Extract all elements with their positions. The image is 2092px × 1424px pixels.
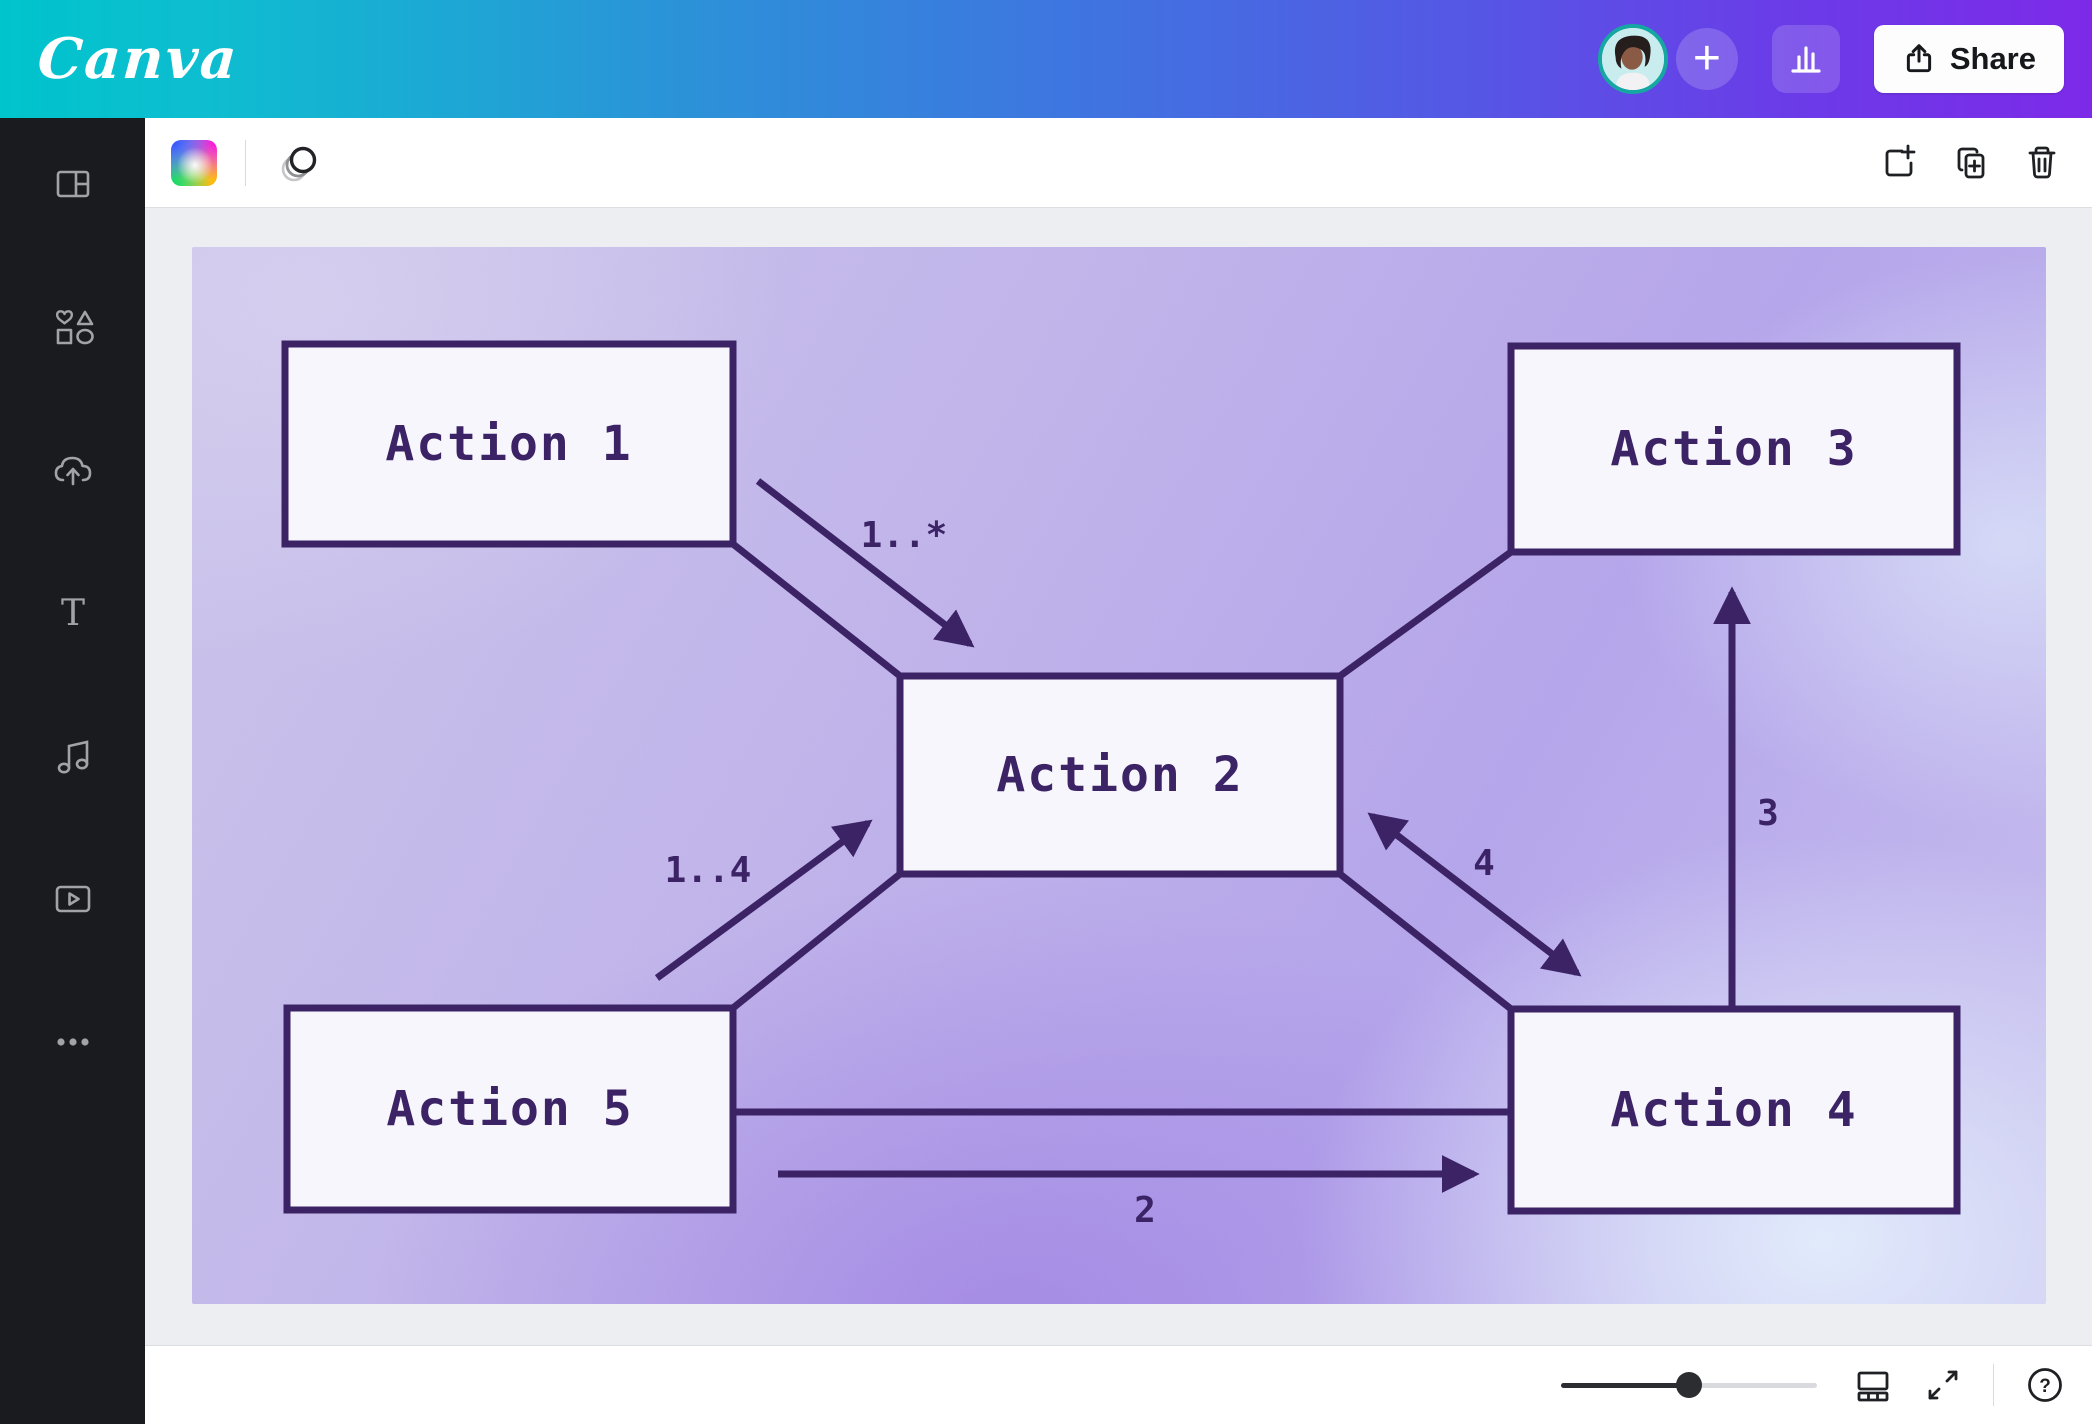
text-icon: T (60, 593, 84, 634)
cloud-upload-icon (54, 456, 91, 486)
share-label: Share (1949, 41, 2036, 76)
toolbar-divider (245, 139, 246, 186)
node-label: Action 5 (386, 1081, 633, 1137)
node-action-4[interactable]: Action 4 (1507, 1005, 1961, 1215)
sidebar-item-videos[interactable] (49, 875, 97, 923)
svg-text:T: T (60, 593, 84, 634)
more-dots-icon (56, 1038, 89, 1046)
sidebar-item-audio[interactable] (49, 732, 97, 780)
background-color-picker[interactable] (171, 139, 217, 186)
avatar[interactable] (1597, 24, 1668, 94)
app-header: Canva + (0, 0, 2092, 118)
zoom-slider-knob[interactable] (1676, 1372, 1702, 1398)
edge-label[interactable]: 3 (1757, 793, 1779, 834)
node-action-5[interactable]: Action 5 (283, 1004, 737, 1214)
audio-icon (57, 740, 88, 774)
zoom-slider[interactable] (1561, 1372, 1817, 1398)
elements-icon (55, 310, 94, 345)
node-label: Action 4 (1610, 1082, 1857, 1138)
footer-bar: ? (145, 1345, 2092, 1424)
sidebar-item-uploads[interactable] (49, 446, 97, 494)
connector-action1-action2[interactable] (730, 541, 903, 679)
edge-label[interactable]: 2 (1134, 1190, 1156, 1231)
arrow-action1-action2[interactable] (755, 478, 975, 648)
editor-workspace: 1..* 1..4 4 3 2 Action 1 Action 3 (145, 208, 2092, 1345)
sidebar-item-more[interactable] (49, 1018, 97, 1066)
help-icon: ? (2028, 1368, 2062, 1402)
edge-label[interactable]: 1..4 (665, 850, 752, 891)
add-member-button[interactable]: + (1675, 28, 1738, 90)
fullscreen-icon (1928, 1370, 1958, 1400)
add-page-icon (1885, 144, 1916, 176)
video-icon (55, 885, 90, 913)
edge-label[interactable]: 4 (1473, 843, 1495, 884)
arrow-action2-action4-double[interactable] (1367, 812, 1582, 977)
svg-text:?: ? (2039, 1376, 2051, 1397)
layout-icon (56, 170, 89, 198)
fullscreen-button[interactable] (1923, 1365, 1963, 1405)
plus-icon: + (1692, 32, 1721, 85)
footer-divider (1993, 1364, 1994, 1406)
connector-action5-action2[interactable] (730, 871, 903, 1011)
sidebar-item-elements[interactable] (49, 303, 97, 351)
delete-page-button[interactable] (2022, 142, 2062, 184)
node-label: Action 3 (1610, 421, 1857, 477)
design-page[interactable]: 1..* 1..4 4 3 2 Action 1 Action 3 (192, 247, 2046, 1304)
canva-logo[interactable]: Canva (35, 26, 241, 92)
arrows (654, 478, 1751, 1193)
sidebar-item-design[interactable] (49, 160, 97, 208)
duplicate-page-icon (1957, 147, 1985, 178)
diagram: 1..* 1..4 4 3 2 Action 1 Action 3 (192, 247, 2046, 1304)
node-action-1[interactable]: Action 1 (281, 340, 737, 548)
export-icon (1906, 44, 1931, 73)
animate-icon (281, 146, 317, 181)
duplicate-page-button[interactable] (1950, 142, 1992, 184)
animate-button[interactable] (274, 139, 326, 187)
node-label: Action 1 (385, 416, 632, 472)
arrow-action5-action2[interactable] (654, 819, 873, 981)
pages-view-icon (1857, 1371, 1889, 1402)
add-page-button[interactable] (1878, 142, 1920, 184)
share-button[interactable]: Share (1873, 25, 2064, 93)
bar-chart-icon (1791, 46, 1821, 73)
trash-icon (2028, 146, 2056, 178)
help-button[interactable]: ? (2024, 1364, 2066, 1406)
insights-button[interactable] (1771, 25, 1840, 93)
sidebar-item-text[interactable]: T (49, 589, 97, 637)
avatar-image (1601, 28, 1664, 90)
context-toolbar (145, 118, 2092, 208)
node-action-3[interactable]: Action 3 (1507, 342, 1961, 556)
object-panel-sidebar: T (0, 118, 145, 1424)
zoom-slider-fill (1561, 1383, 1689, 1388)
connector-action2-action3[interactable] (1337, 549, 1514, 679)
pages-view-button[interactable] (1853, 1365, 1893, 1405)
edge-label[interactable]: 1..* (861, 515, 948, 556)
node-label: Action 2 (996, 747, 1243, 803)
node-action-2[interactable]: Action 2 (896, 672, 1344, 878)
